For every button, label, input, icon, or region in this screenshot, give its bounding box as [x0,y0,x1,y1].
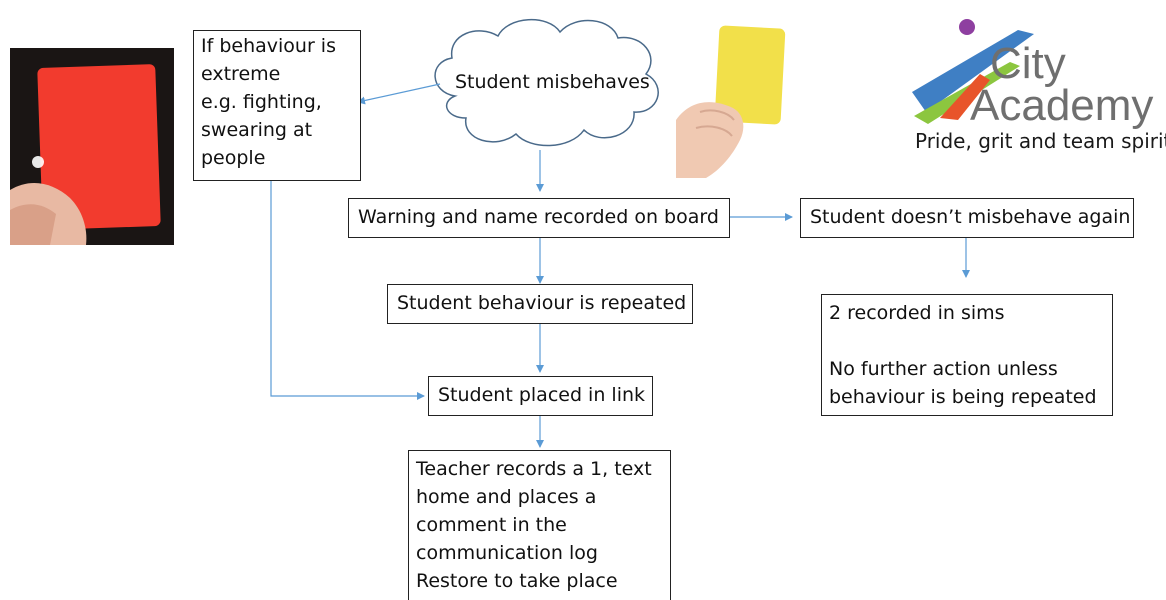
extreme-line: e.g. fighting, [201,91,322,113]
arrow-extreme-to-link [270,181,425,400]
red-card-photo [10,48,174,245]
city-academy-logo [912,19,1034,124]
arrow-cloud-to-extreme [357,83,441,105]
sims-line: behaviour is being repeated [829,386,1097,408]
extreme-line: swearing at [201,119,313,141]
sims-line: 2 recorded in sims [829,302,1005,324]
warning-box: Warning and name recorded on board [348,198,730,238]
teacher-box: Teacher records a 1, text home and place… [408,450,671,600]
cloud-label: Student misbehaves [455,71,650,93]
repeated-box: Student behaviour is repeated [387,284,693,324]
repeated-label: Student behaviour is repeated [397,292,687,314]
sims-line: No further action unless [829,358,1058,380]
no-repeat-label: Student doesn’t misbehave again [810,206,1131,228]
warning-label: Warning and name recorded on board [358,206,719,228]
teacher-line: Restore to take place [416,570,618,592]
link-box: Student placed in link [428,376,653,416]
teacher-line: home and places a [416,486,597,508]
teacher-line: Teacher records a 1, text [416,458,652,480]
no-repeat-box: Student doesn’t misbehave again [800,198,1134,238]
sims-box: 2 recorded in sims No further action unl… [821,294,1113,416]
link-label: Student placed in link [438,384,646,406]
logo-word-academy: Academy [970,81,1154,130]
extreme-behaviour-box: If behaviour is extreme e.g. fighting, s… [193,30,361,181]
logo-word-city: City [990,39,1066,88]
extreme-line: If behaviour is [201,35,336,57]
sims-line [829,327,1105,355]
extreme-line: people [201,147,266,169]
teacher-line: communication log [416,542,598,564]
teacher-line: comment in the [416,514,567,536]
yellow-card-illustration [676,25,786,178]
logo-tagline: Pride, grit and team spirit. [915,129,1166,153]
extreme-line: extreme [201,63,281,85]
misbehave-cloud-shape [434,19,659,147]
